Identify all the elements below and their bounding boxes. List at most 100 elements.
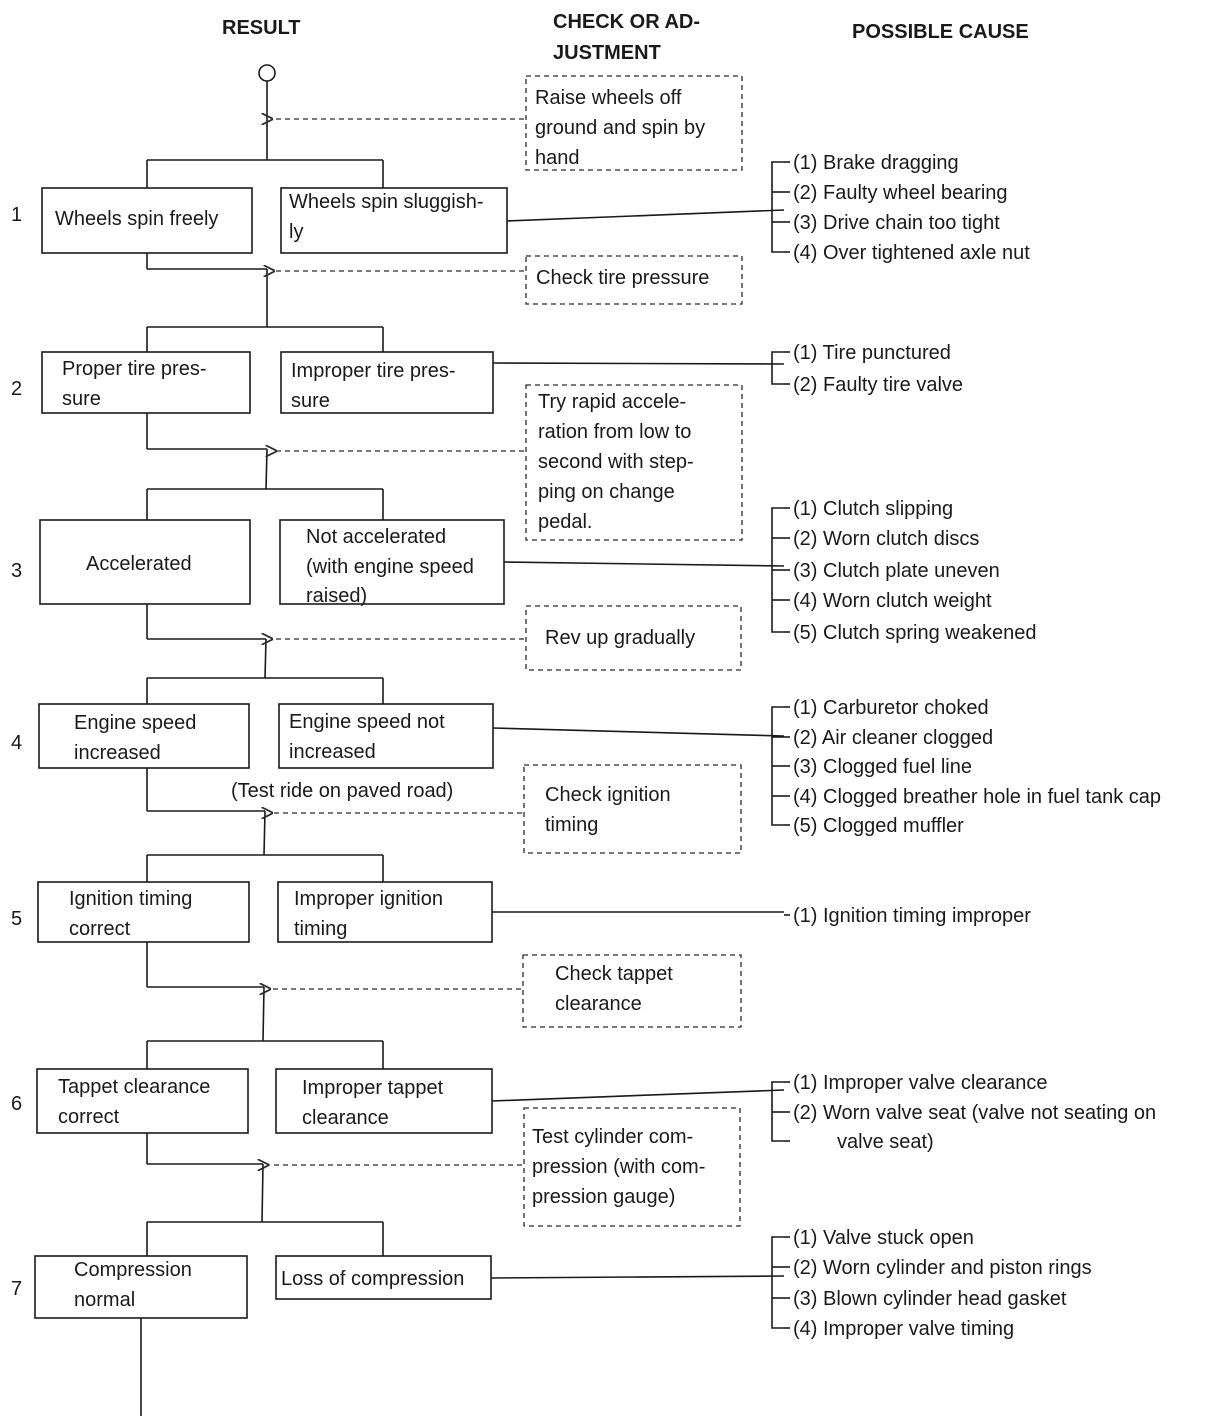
- possible-cause: (1) Valve stuck open: [793, 1227, 974, 1249]
- spine-segment: [264, 638, 267, 679]
- possible-cause: (1) Improper valve clearance: [793, 1072, 1048, 1094]
- step-number: 6: [11, 1093, 22, 1115]
- check-label: Test cylinder com-: [532, 1126, 693, 1148]
- result-fault-label: (with engine speed: [306, 556, 474, 578]
- result-ok-label: Engine speed: [74, 712, 196, 734]
- result-fault-label: Loss of compression: [281, 1268, 464, 1290]
- spine-segment: [265, 448, 268, 490]
- result-fault-label: timing: [294, 918, 347, 940]
- fault-to-cause-connector: [506, 209, 785, 222]
- cause-bracket: [771, 161, 784, 253]
- step-number: 7: [11, 1278, 22, 1300]
- result-fault-label: clearance: [302, 1107, 389, 1129]
- step-number: 2: [11, 378, 22, 400]
- result-ok-box: [34, 1255, 248, 1319]
- result-fault-label: Wheels spin sluggish-: [289, 191, 484, 213]
- result-fault-box: [277, 881, 493, 943]
- result-ok-box: [38, 703, 250, 769]
- result-fault-box: [279, 519, 505, 605]
- result-ok-box: [37, 881, 250, 943]
- possible-cause: (1) Carburetor choked: [793, 697, 989, 719]
- result-ok-label: correct: [69, 918, 131, 940]
- check-label: ration from low to: [538, 421, 691, 443]
- result-column: 1 Wheels spin freely Wheels spin sluggish-…: [11, 152, 1161, 1340]
- fault-to-cause-connector: [491, 1089, 785, 1102]
- possible-cause: (1) Tire punctured: [793, 342, 951, 364]
- possible-cause: (5) Clutch spring weakened: [793, 622, 1036, 644]
- result-ok-label: Ignition timing: [69, 888, 192, 910]
- header-check-adjustment-line1: CHECK OR AD-: [553, 11, 700, 33]
- result-ok-label: Tappet clearance: [58, 1076, 210, 1098]
- result-fault-label: increased: [289, 741, 376, 763]
- result-fault-label: Improper tappet: [302, 1077, 444, 1099]
- result-fault-box: [280, 187, 508, 254]
- step-number: 4: [11, 732, 22, 754]
- result-ok-box: [41, 187, 253, 254]
- result-fault-label: Improper ignition: [294, 888, 443, 910]
- check-label: pression (with com-: [532, 1156, 705, 1178]
- check-label: Try rapid accele-: [538, 391, 686, 413]
- result-ok-label: sure: [62, 388, 101, 410]
- step-number: 1: [11, 204, 22, 226]
- check-box: [525, 605, 742, 671]
- fault-to-cause-connector: [492, 362, 785, 365]
- check-label: ping on change: [538, 481, 675, 503]
- possible-cause: (1) Ignition timing improper: [793, 905, 1031, 927]
- cause-bracket: [771, 351, 784, 385]
- start-node: [258, 64, 276, 82]
- check-box: [522, 954, 742, 1028]
- result-fault-box: [280, 351, 494, 414]
- possible-cause: (1) Clutch slipping: [793, 498, 953, 520]
- header-possible-cause: POSSIBLE CAUSE: [852, 21, 1029, 43]
- result-ok-label: increased: [74, 742, 161, 764]
- spine-segment: [262, 986, 265, 1042]
- cause-bracket: [771, 1236, 784, 1329]
- result-ok-label: correct: [58, 1106, 120, 1128]
- result-ok-box: [41, 351, 251, 414]
- step-number: 5: [11, 908, 22, 930]
- possible-cause: (2) Worn cylinder and piston rings: [793, 1257, 1092, 1279]
- check-label: Check tire pressure: [536, 267, 709, 289]
- possible-cause: (5) Clogged muffler: [793, 815, 964, 837]
- possible-cause: (2) Air cleaner clogged: [793, 727, 993, 749]
- check-box: [523, 764, 742, 854]
- result-fault-label: ly: [289, 221, 303, 243]
- fault-to-cause-connector: [492, 727, 785, 737]
- result-fault-box: [278, 703, 494, 769]
- check-label: Check ignition: [545, 784, 671, 806]
- possible-cause: (3) Drive chain too tight: [793, 212, 1000, 234]
- fault-to-cause-connector: [503, 561, 785, 567]
- result-fault-label: raised): [306, 585, 367, 607]
- possible-cause: (3) Clogged fuel line: [793, 756, 972, 778]
- result-fault-label: Not accelerated: [306, 526, 446, 548]
- possible-cause: (2) Faulty wheel bearing: [793, 182, 1008, 204]
- header-check-adjustment-line2: JUSTMENT: [553, 42, 661, 64]
- header-result: RESULT: [222, 17, 301, 39]
- result-fault-label: Improper tire pres-: [291, 360, 456, 382]
- check-box: [525, 255, 743, 305]
- result-fault-label: sure: [291, 390, 330, 412]
- possible-cause: (4) Clogged breather hole in fuel tank c…: [793, 786, 1161, 808]
- result-fault-box: [275, 1068, 493, 1134]
- result-fault-label: Engine speed not: [289, 711, 445, 733]
- check-box: [525, 75, 743, 171]
- possible-cause: (1) Brake dragging: [793, 152, 959, 174]
- flow-connectors: [140, 81, 790, 1416]
- check-label: clearance: [555, 993, 642, 1015]
- possible-cause: (3) Blown cylinder head gasket: [793, 1288, 1067, 1310]
- check-label: Check tappet: [555, 963, 673, 985]
- possible-cause: (2) Worn clutch discs: [793, 528, 979, 550]
- check-label: second with step-: [538, 451, 694, 473]
- result-ok-box: [36, 1068, 249, 1134]
- possible-cause: valve seat): [837, 1131, 934, 1153]
- possible-cause: (2) Faulty tire valve: [793, 374, 963, 396]
- step-number: 3: [11, 560, 22, 582]
- check-label: Rev up gradually: [545, 627, 695, 649]
- result-ok-label: Compression: [74, 1259, 192, 1281]
- fault-to-cause-connector: [490, 1275, 785, 1279]
- result-ok-box: [39, 519, 251, 605]
- possible-cause: (2) Worn valve seat (valve not seating o…: [793, 1102, 1156, 1124]
- check-label: pedal.: [538, 511, 593, 533]
- result-ok-label: Wheels spin freely: [55, 208, 218, 230]
